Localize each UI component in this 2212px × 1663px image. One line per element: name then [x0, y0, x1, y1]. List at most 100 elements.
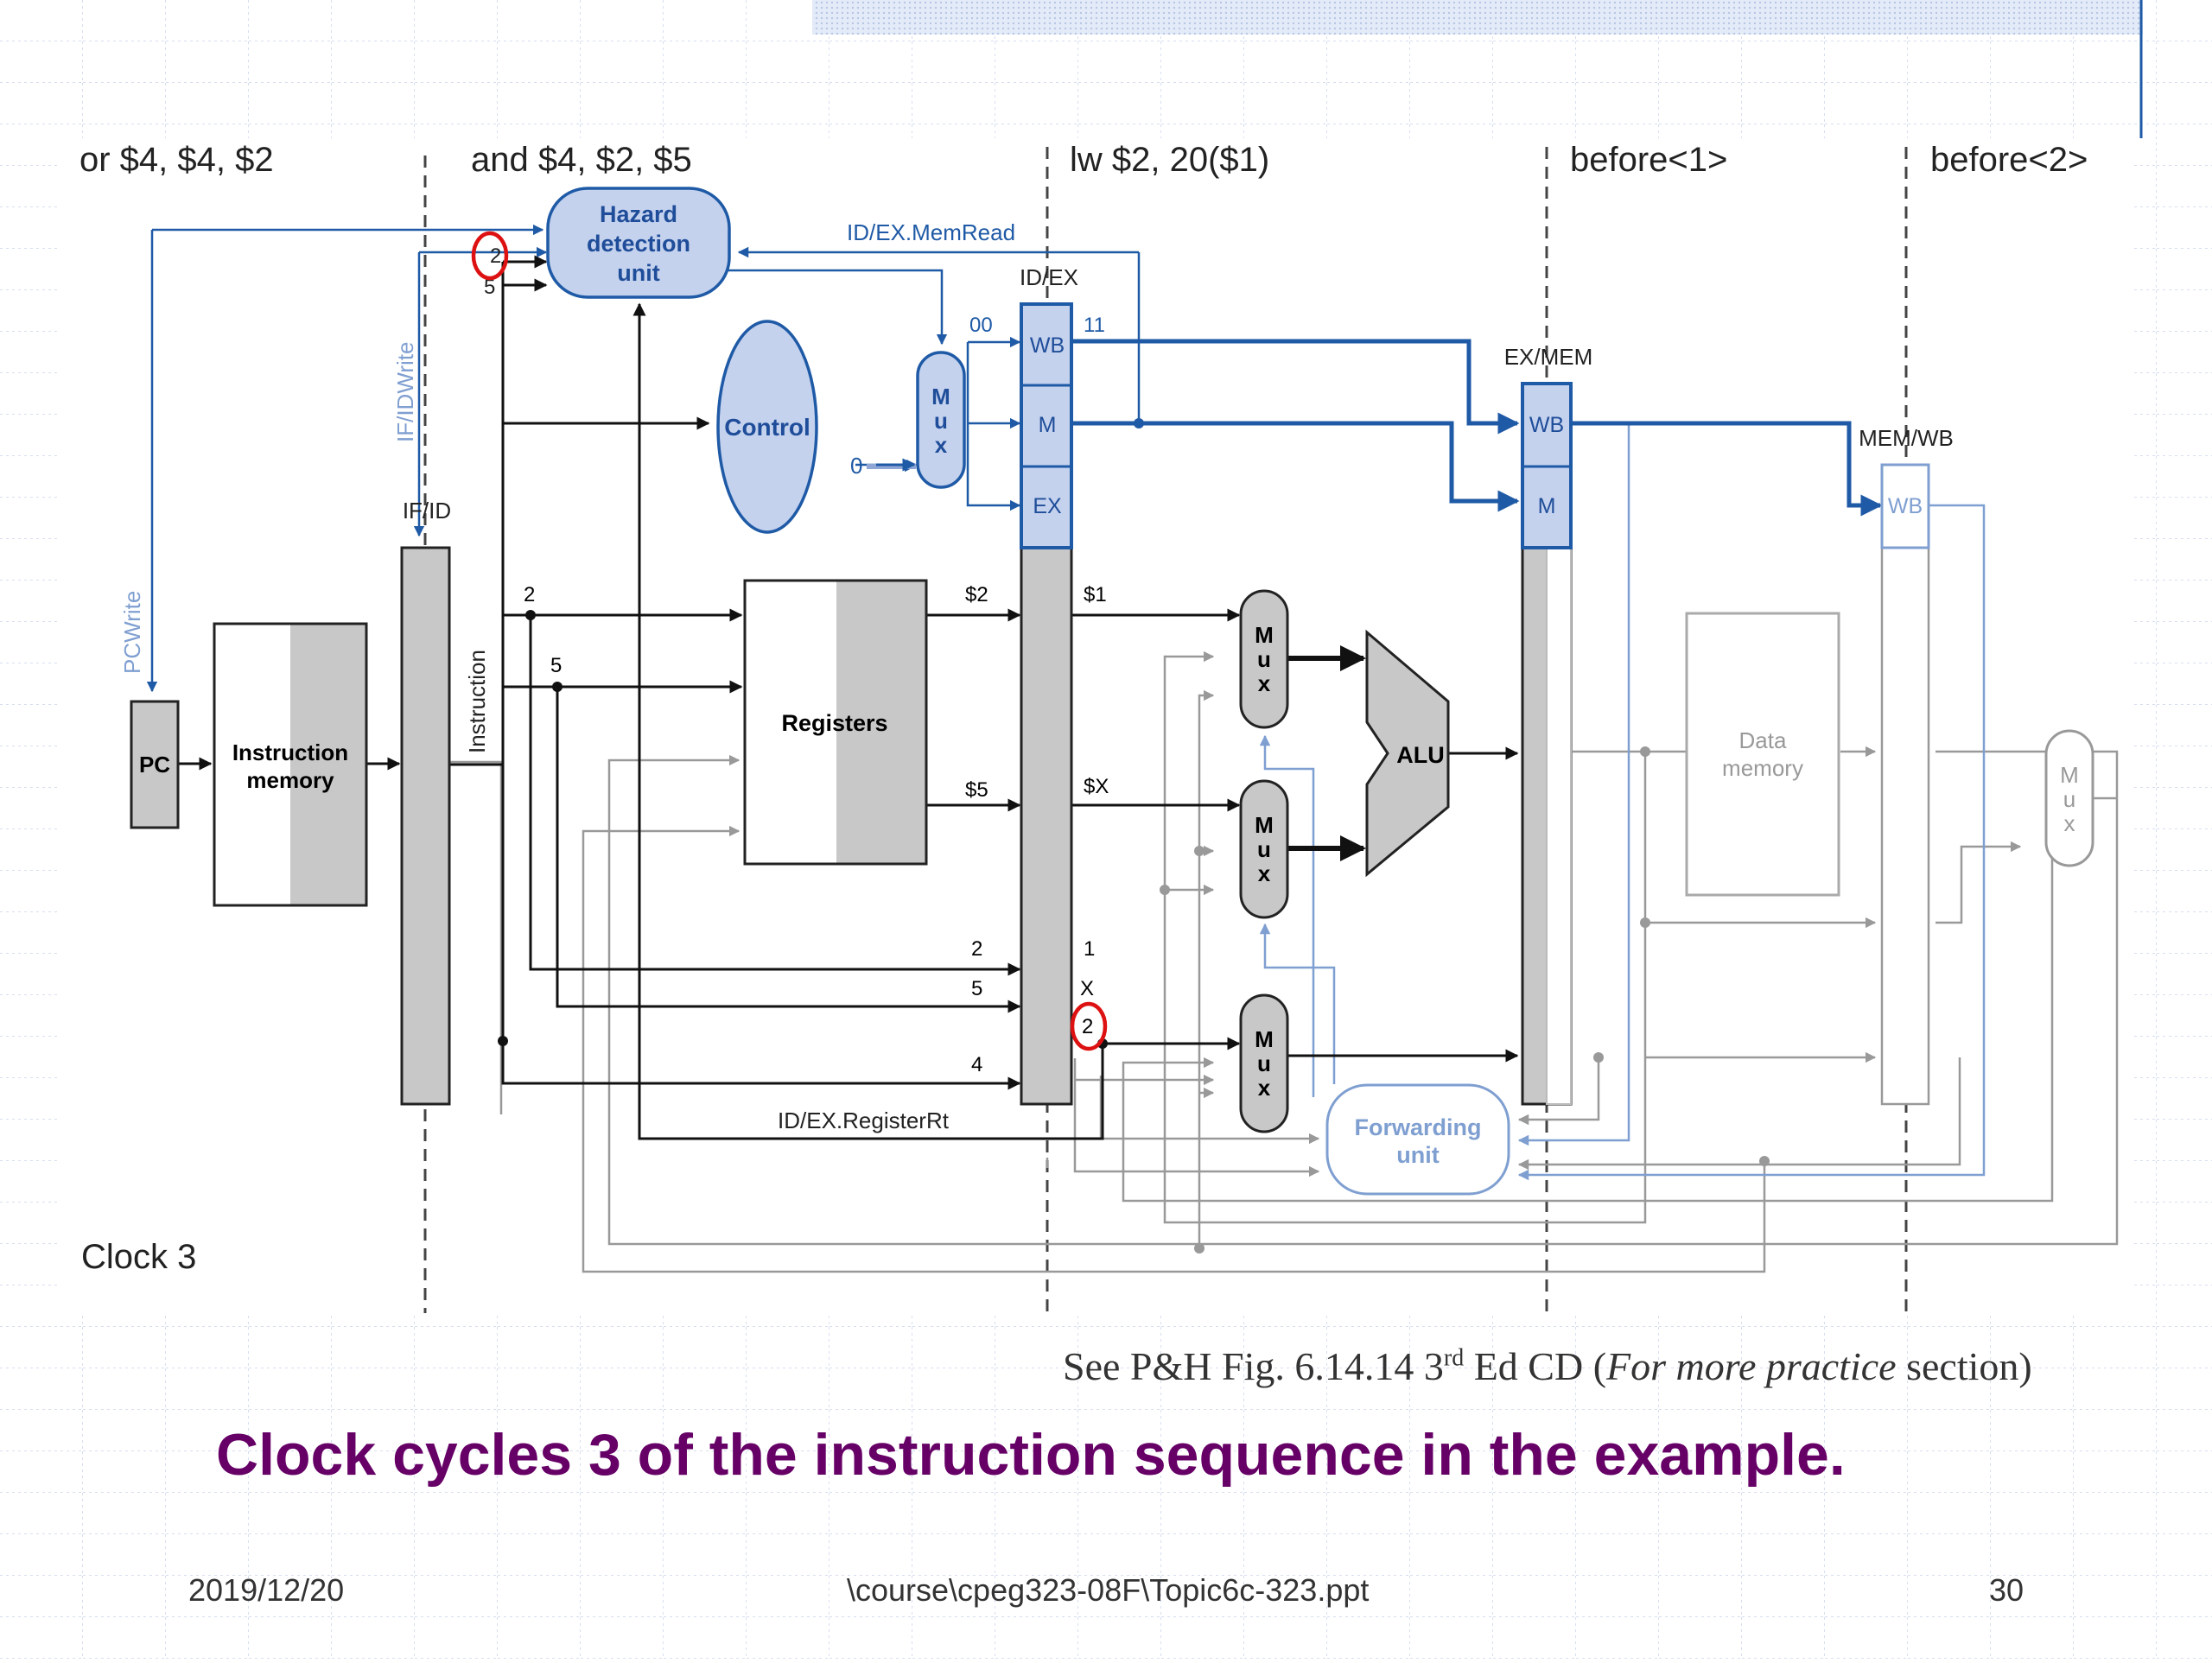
- ex-read2-label: $X: [1084, 775, 1109, 798]
- svg-text:M: M: [1255, 812, 1274, 838]
- clock-label: Clock 3: [81, 1238, 196, 1276]
- datapath-wires: [178, 255, 1519, 1140]
- source-note-middle: Ed CD (: [1464, 1344, 1607, 1388]
- ex-rt2-number: 2: [1082, 1015, 1093, 1038]
- exmem-register: WB M EX/MEM: [1504, 344, 1593, 1106]
- svg-text:x: x: [935, 432, 948, 458]
- memwb-wb-label: WB: [1888, 494, 1923, 518]
- idex-m-label: M: [1039, 413, 1057, 437]
- registers-label: Registers: [781, 710, 887, 736]
- control-zero-label: 0: [850, 453, 862, 479]
- idex-memread-label: ID/EX.MemRead: [847, 219, 1015, 245]
- ex-read1-label: $1: [1084, 583, 1107, 606]
- imem-label-line1: Instruction: [232, 739, 348, 765]
- svg-text:u: u: [1257, 836, 1271, 862]
- ctrl-one-bits: 11: [1084, 314, 1105, 337]
- svg-text:x: x: [1258, 1075, 1271, 1101]
- svg-text:x: x: [1258, 860, 1271, 886]
- fwd-rd-number: 4: [971, 1053, 982, 1076]
- ifid-label: IF/ID: [403, 498, 451, 524]
- stage-label-before1: before<1>: [1570, 141, 1727, 179]
- hazard-label-line2: detection: [587, 231, 690, 257]
- memwb-label: MEM/WB: [1859, 425, 1954, 451]
- alu-mux-a: M u x: [1239, 589, 1289, 729]
- hazard-input-rs: 2: [490, 244, 501, 268]
- forwarding-junctions: [1160, 746, 1770, 1254]
- hazard-control-wires: [146, 224, 1141, 693]
- source-note-prefix: See P&H Fig. 6.14.14 3: [1063, 1344, 1444, 1388]
- ifidwrite-label: IF/IDWrite: [392, 341, 418, 442]
- control-label: Control: [724, 414, 810, 441]
- exmem-m-label: M: [1538, 494, 1556, 518]
- pc-label: PC: [139, 752, 170, 778]
- ex-rt-number: X: [1080, 977, 1094, 1000]
- hazard-label-line1: Hazard: [600, 201, 677, 227]
- pc: PC: [130, 700, 180, 829]
- svg-text:u: u: [934, 408, 948, 434]
- svg-text:x: x: [2064, 810, 2075, 836]
- control-mux: M u x: [916, 351, 966, 489]
- stage-label-before2: before<2>: [1930, 141, 2088, 179]
- alu-label: ALU: [1396, 742, 1445, 768]
- fwd-rs-number: 2: [971, 937, 982, 961]
- alu: ALU: [1365, 629, 1450, 878]
- read-data1-label: $2: [965, 583, 988, 606]
- footer-path: \course\cpeg323-08F\Topic6c-323.ppt: [847, 1572, 1370, 1608]
- source-note-suffix: section): [1896, 1344, 2032, 1388]
- svg-text:u: u: [2063, 786, 2075, 812]
- alu-mux-b: M u x: [1239, 779, 1289, 919]
- svg-text:x: x: [1258, 670, 1271, 696]
- instruction-label: Instruction: [464, 650, 490, 753]
- forwarding-label-line1: Forwarding: [1355, 1114, 1482, 1140]
- reg-rs-number: 2: [524, 583, 535, 606]
- source-note-superscript: rd: [1443, 1344, 1465, 1372]
- dmem-label-line1: Data: [1739, 727, 1787, 753]
- highlight-circle-rt: [1070, 1001, 1108, 1051]
- fwd-rt-number: 5: [971, 977, 982, 1000]
- imem-label-line2: memory: [246, 767, 334, 793]
- slide-title: Clock cycles 3 of the instruction sequen…: [216, 1422, 1846, 1488]
- dmem-label-line2: memory: [1722, 755, 1803, 781]
- forwarding-label-line2: unit: [1396, 1142, 1439, 1168]
- ifid-register: IF/ID: [400, 498, 451, 1106]
- register-file: Registers: [743, 579, 928, 866]
- exmem-wb-label: WB: [1529, 413, 1564, 437]
- svg-text:M: M: [2060, 762, 2079, 788]
- svg-text:M: M: [1255, 622, 1274, 648]
- ctrl-zero-bits: 00: [969, 314, 993, 337]
- svg-text:M: M: [1255, 1026, 1274, 1052]
- footer-date: 2019/12/20: [188, 1572, 345, 1608]
- ex-rs-number: 1: [1084, 937, 1095, 961]
- source-note-italic: For more practice: [1606, 1344, 1897, 1388]
- idex-ex-label: EX: [1033, 494, 1062, 518]
- highlight-circle-rs: [471, 231, 509, 281]
- forwarding-unit: Forwarding unit: [1325, 1083, 1510, 1196]
- forwarding-control-wires: [1259, 423, 1986, 1181]
- svg-text:u: u: [1257, 646, 1271, 672]
- footer-page-number: 30: [1989, 1572, 2024, 1608]
- data-memory: Data memory: [1685, 612, 1840, 897]
- pcwrite-label: PCWrite: [119, 591, 145, 674]
- regdst-mux: M u x: [1239, 993, 1289, 1133]
- svg-text:u: u: [1257, 1050, 1271, 1076]
- idex-register: WB M EX ID/EX: [1020, 264, 1078, 1106]
- exmem-label: EX/MEM: [1504, 344, 1593, 370]
- stage-label-ex: lw $2, 20($1): [1070, 141, 1269, 179]
- control-unit: Control: [716, 320, 818, 534]
- top-band: [812, 0, 2143, 35]
- pipeline-control-wires: [1071, 339, 1883, 517]
- stage-label-mem: and $4, $2, $5: [471, 141, 692, 179]
- instruction-memory: Instruction memory: [213, 622, 368, 907]
- read-data2-label: $5: [965, 778, 988, 802]
- hazard-label-line3: unit: [617, 260, 659, 286]
- source-note: See P&H Fig. 6.14.14 3rd Ed CD (For more…: [1063, 1343, 2032, 1389]
- svg-text:M: M: [931, 384, 950, 409]
- memwb-register: WB MEM/WB: [1859, 425, 1954, 1106]
- reg-rt-number: 5: [550, 654, 562, 677]
- hazard-input-rt: 5: [484, 276, 495, 299]
- writeback-mux: M u x: [2044, 729, 2094, 867]
- idex-label: ID/EX: [1020, 264, 1078, 290]
- hazard-detection-unit: Hazard detection unit: [546, 187, 731, 299]
